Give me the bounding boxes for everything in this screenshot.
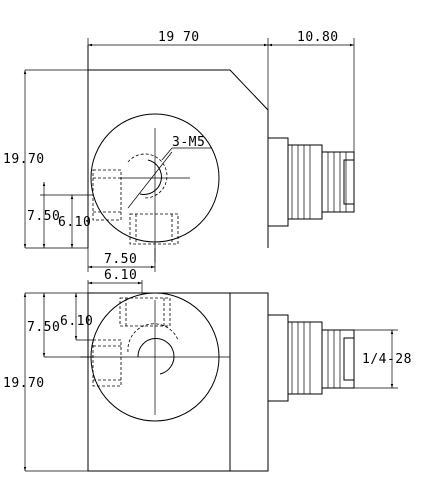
bottom-left-port — [92, 339, 122, 387]
dim-top-port-y-text: 7.50 — [27, 209, 60, 224]
bottom-fitting — [267, 314, 355, 402]
dim-fitting-length-text: 10.80 — [297, 30, 339, 45]
dim-height-top-text: 19.70 — [3, 152, 45, 167]
bottom-body-outline — [87, 292, 269, 472]
top-bottom-port — [129, 213, 179, 245]
top-view: 19 70 10.80 19.70 3-M5 7.50 6.10 — [3, 30, 355, 272]
bottom-top-port — [119, 297, 171, 327]
top-left-port — [92, 169, 122, 221]
dim-overall-width-text: 19 70 — [158, 30, 200, 45]
dim-height-bottom-text: 19.70 — [3, 376, 45, 391]
dim-top-port-y2-text: 6.10 — [58, 215, 91, 230]
dim-top-port-x-text: 7.50 — [104, 252, 137, 267]
bottom-view: 6.10 19.70 7.50 6.10 — [3, 268, 412, 472]
thread-size-text: 1/4-28 — [362, 352, 412, 367]
dim-bottom-port-y2-text: 6.10 — [60, 314, 93, 329]
thread-callout: 3-M5 — [172, 135, 205, 150]
dim-bottom-port-x2-text: 6.10 — [104, 268, 137, 283]
top-center-bore — [127, 153, 168, 199]
dim-bottom-port-y-text: 7.50 — [27, 320, 60, 335]
top-fitting — [267, 137, 355, 227]
